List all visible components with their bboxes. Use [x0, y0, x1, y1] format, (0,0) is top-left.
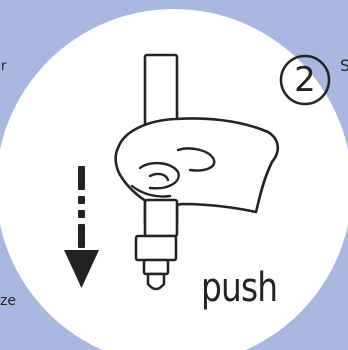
step-number: 2	[280, 55, 330, 105]
action-label: push	[201, 268, 277, 308]
hand-icon	[116, 118, 278, 212]
